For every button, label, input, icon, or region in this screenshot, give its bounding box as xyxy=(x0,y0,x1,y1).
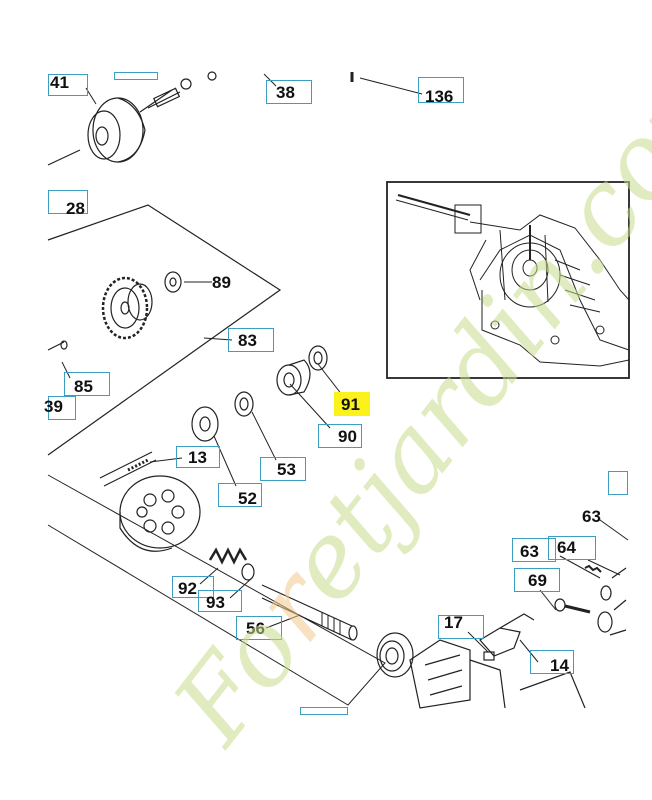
callout-box-41 xyxy=(48,74,88,96)
callout-box-52 xyxy=(218,483,262,507)
callout-13: 13 xyxy=(188,448,207,467)
callout-box-right-partial xyxy=(608,471,628,495)
callout-39: 39 xyxy=(44,397,63,416)
callout-box-85 xyxy=(64,372,110,396)
callout-90: 90 xyxy=(338,427,357,446)
callout-85: 85 xyxy=(74,377,93,396)
callout-91: 91 xyxy=(341,395,360,414)
callout-box-bottom-partial xyxy=(300,707,348,715)
part-gear xyxy=(101,276,153,340)
callout-38: 38 xyxy=(276,83,295,102)
callout-box-top-partial xyxy=(114,72,158,80)
part-89-washer xyxy=(164,271,182,293)
part-69-bolt xyxy=(554,598,613,633)
part-17-lever xyxy=(479,613,535,661)
callout-52: 52 xyxy=(238,489,257,508)
callout-box-38 xyxy=(266,80,312,104)
part-cylinder-block xyxy=(119,475,201,552)
group-frame-upper xyxy=(47,204,282,456)
callout-box-39 xyxy=(48,396,76,420)
callout-64: 64 xyxy=(557,538,576,557)
callout-63-upper: 63 xyxy=(582,507,601,526)
highlight-91 xyxy=(334,392,370,416)
part-56-shaft xyxy=(261,584,358,641)
callout-89: 89 xyxy=(212,273,231,292)
callout-93: 93 xyxy=(206,593,225,612)
callout-17: 17 xyxy=(444,613,463,632)
callout-53: 53 xyxy=(277,460,296,479)
part-bolts-top xyxy=(152,71,354,108)
callout-box-53 xyxy=(260,457,306,481)
callout-box-64 xyxy=(548,536,596,560)
part-53-washer xyxy=(234,391,254,417)
callout-box-92 xyxy=(172,576,214,598)
part-85-pin xyxy=(47,340,68,351)
callout-box-14 xyxy=(530,650,574,674)
part-bearing-bottom xyxy=(376,632,414,678)
callout-box-13 xyxy=(176,446,220,468)
part-90-bushing xyxy=(276,359,311,396)
callout-92: 92 xyxy=(178,579,197,598)
part-92-spring xyxy=(208,547,255,581)
inset-assembly-view xyxy=(386,181,630,379)
callout-14: 14 xyxy=(550,656,569,675)
callout-136: 136 xyxy=(425,87,454,106)
part-right-edge xyxy=(609,567,627,636)
callout-56: 56 xyxy=(246,619,265,638)
callout-box-56 xyxy=(236,616,282,640)
callout-69: 69 xyxy=(528,571,547,590)
callout-box-17 xyxy=(438,615,484,639)
part-63-screw xyxy=(584,564,612,601)
callout-box-28 xyxy=(48,190,88,214)
callout-box-90 xyxy=(318,424,362,448)
part-91-washer xyxy=(308,345,328,371)
callout-box-63 xyxy=(512,538,556,562)
callout-box-69 xyxy=(514,568,560,592)
callout-box-93 xyxy=(198,590,242,612)
callout-box-136 xyxy=(418,77,464,103)
part-52-washer xyxy=(191,406,219,442)
part-41-pulley xyxy=(47,89,181,166)
callout-28: 28 xyxy=(66,199,85,218)
part-housing-bottom xyxy=(409,639,586,709)
callout-63-lower: 63 xyxy=(520,542,539,561)
callout-41: 41 xyxy=(50,73,69,92)
part-13-shaft xyxy=(99,451,157,487)
callout-box-83 xyxy=(228,328,274,352)
callout-83: 83 xyxy=(238,331,257,350)
